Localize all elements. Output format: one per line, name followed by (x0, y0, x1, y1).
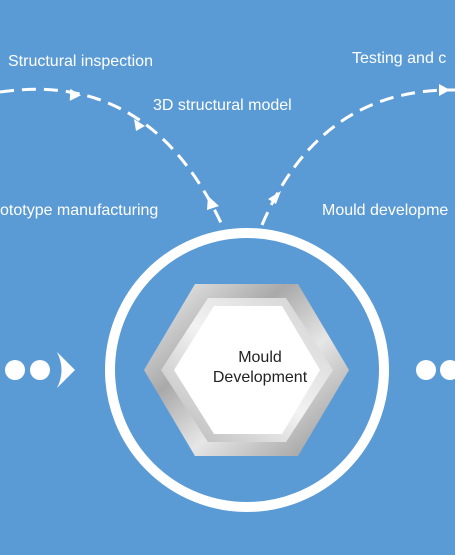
label-testing: Testing and c (352, 50, 447, 67)
right-dot-1 (416, 360, 436, 380)
label-mould-development-right: Mould developme (322, 202, 449, 219)
center-title-line2: Development (212, 369, 308, 386)
label-3d-structural-model: 3D structural model (153, 97, 292, 114)
label-structural-inspection: Structural inspection (8, 53, 153, 70)
arrow-head-right-1 (439, 84, 450, 96)
arrow-head-right-2 (268, 191, 281, 204)
left-dashed-arc (0, 87, 224, 226)
hexagon-inner (174, 306, 320, 434)
left-chevron-icon (57, 352, 75, 388)
center-title: Mould Development (160, 348, 360, 388)
label-prototype-manufacturing: ototype manufacturing (0, 202, 159, 219)
center-title-line1: Mould (238, 349, 282, 366)
right-dot-2 (440, 360, 455, 380)
left-dot-1 (5, 360, 25, 380)
arrow-head-left-1 (69, 88, 81, 101)
arrow-head-left-3 (207, 196, 219, 210)
arrow-head-left-2 (134, 119, 145, 131)
left-dot-2 (30, 360, 50, 380)
center-ring (105, 228, 389, 512)
